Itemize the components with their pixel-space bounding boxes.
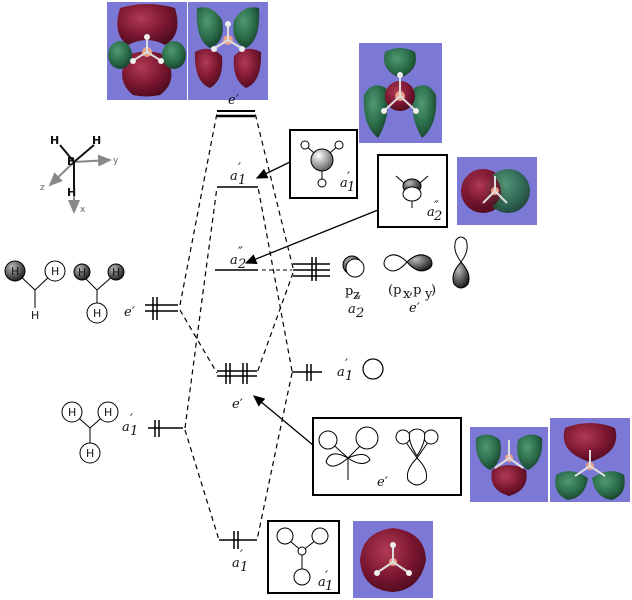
svg-text:H: H bbox=[93, 307, 101, 320]
boron-px-orbital-icon bbox=[383, 254, 433, 272]
svg-text:″: ″ bbox=[356, 294, 361, 309]
arrow-to-a2 bbox=[244, 209, 379, 264]
label-e-prime-bonding: e′ bbox=[232, 397, 243, 412]
boron-py-orbital-icon bbox=[452, 236, 470, 289]
svg-text:a: a bbox=[230, 253, 238, 268]
svg-text:′: ′ bbox=[345, 357, 348, 372]
svg-text:a: a bbox=[348, 302, 356, 317]
y-axis-label: y bbox=[113, 156, 119, 166]
svg-text:a: a bbox=[122, 420, 130, 435]
hydrogen-label: H bbox=[67, 186, 76, 199]
hydrogen-label: H bbox=[92, 134, 101, 147]
electrons-a1-prime-bonding bbox=[233, 531, 239, 549]
svg-text:a: a bbox=[427, 205, 435, 220]
svg-text:): ) bbox=[431, 283, 436, 298]
ligand-salc-a1-prime: H H H bbox=[61, 401, 119, 464]
svg-text:a: a bbox=[232, 556, 240, 571]
svg-text:a: a bbox=[230, 169, 238, 184]
electrons-e-prime-bonding bbox=[225, 363, 248, 384]
svg-text:′: ′ bbox=[347, 170, 350, 185]
boron-orbitals: a 1 ′ p z a 2 ″ (p x bbox=[292, 236, 470, 384]
bh3-axes-molecule: B H H H y z x bbox=[40, 134, 119, 215]
svg-text:1: 1 bbox=[325, 579, 333, 594]
svg-text:′: ′ bbox=[130, 412, 133, 427]
svg-text:2: 2 bbox=[237, 257, 246, 272]
boron-label-pxpy: (p x ,p y ) bbox=[388, 283, 436, 302]
svg-text:1: 1 bbox=[345, 369, 353, 384]
ligand-label-e-prime: e′ bbox=[124, 305, 135, 320]
correlation-lines bbox=[179, 112, 294, 541]
orbital-image-e-prime-antibonding-2 bbox=[188, 2, 268, 100]
orbital-image-e-prime-bonding-2 bbox=[550, 418, 630, 502]
svg-text:H: H bbox=[104, 406, 112, 419]
svg-text:H: H bbox=[112, 266, 120, 279]
label-e-prime-top: e′ bbox=[228, 93, 239, 108]
ligand-label-a1-prime: a 1 ′ bbox=[122, 412, 138, 439]
label-a1-prime-bottom: a 1 ′ bbox=[232, 548, 248, 575]
boron-label-pz: p z bbox=[345, 284, 360, 303]
svg-text:′: ′ bbox=[240, 548, 243, 563]
boron-label-s-a1: a 1 ′ bbox=[337, 357, 353, 384]
z-axis-label: z bbox=[40, 183, 45, 193]
hydrogen-label: H bbox=[50, 134, 59, 147]
svg-text:a: a bbox=[340, 176, 348, 191]
svg-text:H: H bbox=[31, 309, 39, 322]
svg-text:″: ″ bbox=[434, 199, 439, 214]
svg-text:z: z bbox=[353, 288, 360, 303]
svg-text:H: H bbox=[11, 265, 19, 278]
ligand-orbitals: e′ a 1 ′ H H H bbox=[4, 260, 183, 464]
mo-levels: e′ a 1 ′ a 2 ″ e′ a 1 bbox=[215, 93, 292, 575]
orbital-image-e-prime-bonding-1 bbox=[470, 427, 548, 502]
orbital-image-e-prime-antibonding-1 bbox=[107, 2, 187, 100]
box-a1-prime-bonding: a 1 ′ bbox=[267, 520, 340, 594]
boron-label-e-prime: e′ bbox=[409, 301, 420, 316]
boron-atom-label: B bbox=[67, 155, 75, 168]
svg-text:e′: e′ bbox=[377, 475, 388, 490]
label-a2-double-prime: a 2 ″ bbox=[230, 245, 246, 272]
svg-text:H: H bbox=[51, 265, 59, 278]
x-axis-label: x bbox=[80, 205, 86, 215]
svg-text:H: H bbox=[86, 447, 94, 460]
arrow-to-e-bonding bbox=[252, 395, 314, 446]
box-a1-prime-antibonding: a 1 ′ bbox=[289, 129, 358, 199]
svg-text:a: a bbox=[318, 575, 326, 590]
orbital-image-a1-prime-bonding bbox=[353, 521, 433, 598]
boron-pz-orbital-icon bbox=[342, 255, 365, 278]
svg-text:x: x bbox=[403, 287, 411, 302]
arrow-to-a1-mid bbox=[255, 161, 291, 179]
svg-text:2: 2 bbox=[355, 306, 364, 321]
svg-text:H: H bbox=[78, 266, 86, 279]
label-a1-prime-mid: a 1 ′ bbox=[230, 161, 246, 188]
svg-text:′: ′ bbox=[325, 569, 328, 584]
svg-text:1: 1 bbox=[347, 180, 355, 195]
boron-s-orbital-icon bbox=[362, 358, 384, 380]
svg-text:(p: (p bbox=[388, 283, 401, 298]
svg-text:a: a bbox=[337, 365, 345, 380]
svg-text:′: ′ bbox=[238, 161, 241, 176]
svg-text:″: ″ bbox=[238, 245, 243, 260]
svg-text:1: 1 bbox=[240, 560, 248, 575]
ligand-salc-e-prime-2: H H H bbox=[73, 263, 125, 324]
boron-label-a2: a 2 ″ bbox=[348, 294, 364, 321]
svg-text:y: y bbox=[424, 287, 433, 302]
svg-text:1: 1 bbox=[130, 424, 138, 439]
svg-text:2: 2 bbox=[433, 209, 442, 224]
ligand-salc-e-prime-1: H H H bbox=[4, 260, 66, 322]
svg-text:H: H bbox=[68, 406, 76, 419]
box-e-prime-bonding: e′ bbox=[312, 417, 462, 496]
orbital-image-a2-double-prime bbox=[457, 157, 537, 225]
svg-text:,p: ,p bbox=[409, 283, 421, 298]
box-a2-double-prime: a 2 ″ bbox=[377, 154, 448, 228]
svg-text:p: p bbox=[345, 284, 353, 299]
orbital-image-a1-prime-antibonding bbox=[359, 43, 442, 143]
svg-text:1: 1 bbox=[238, 173, 246, 188]
